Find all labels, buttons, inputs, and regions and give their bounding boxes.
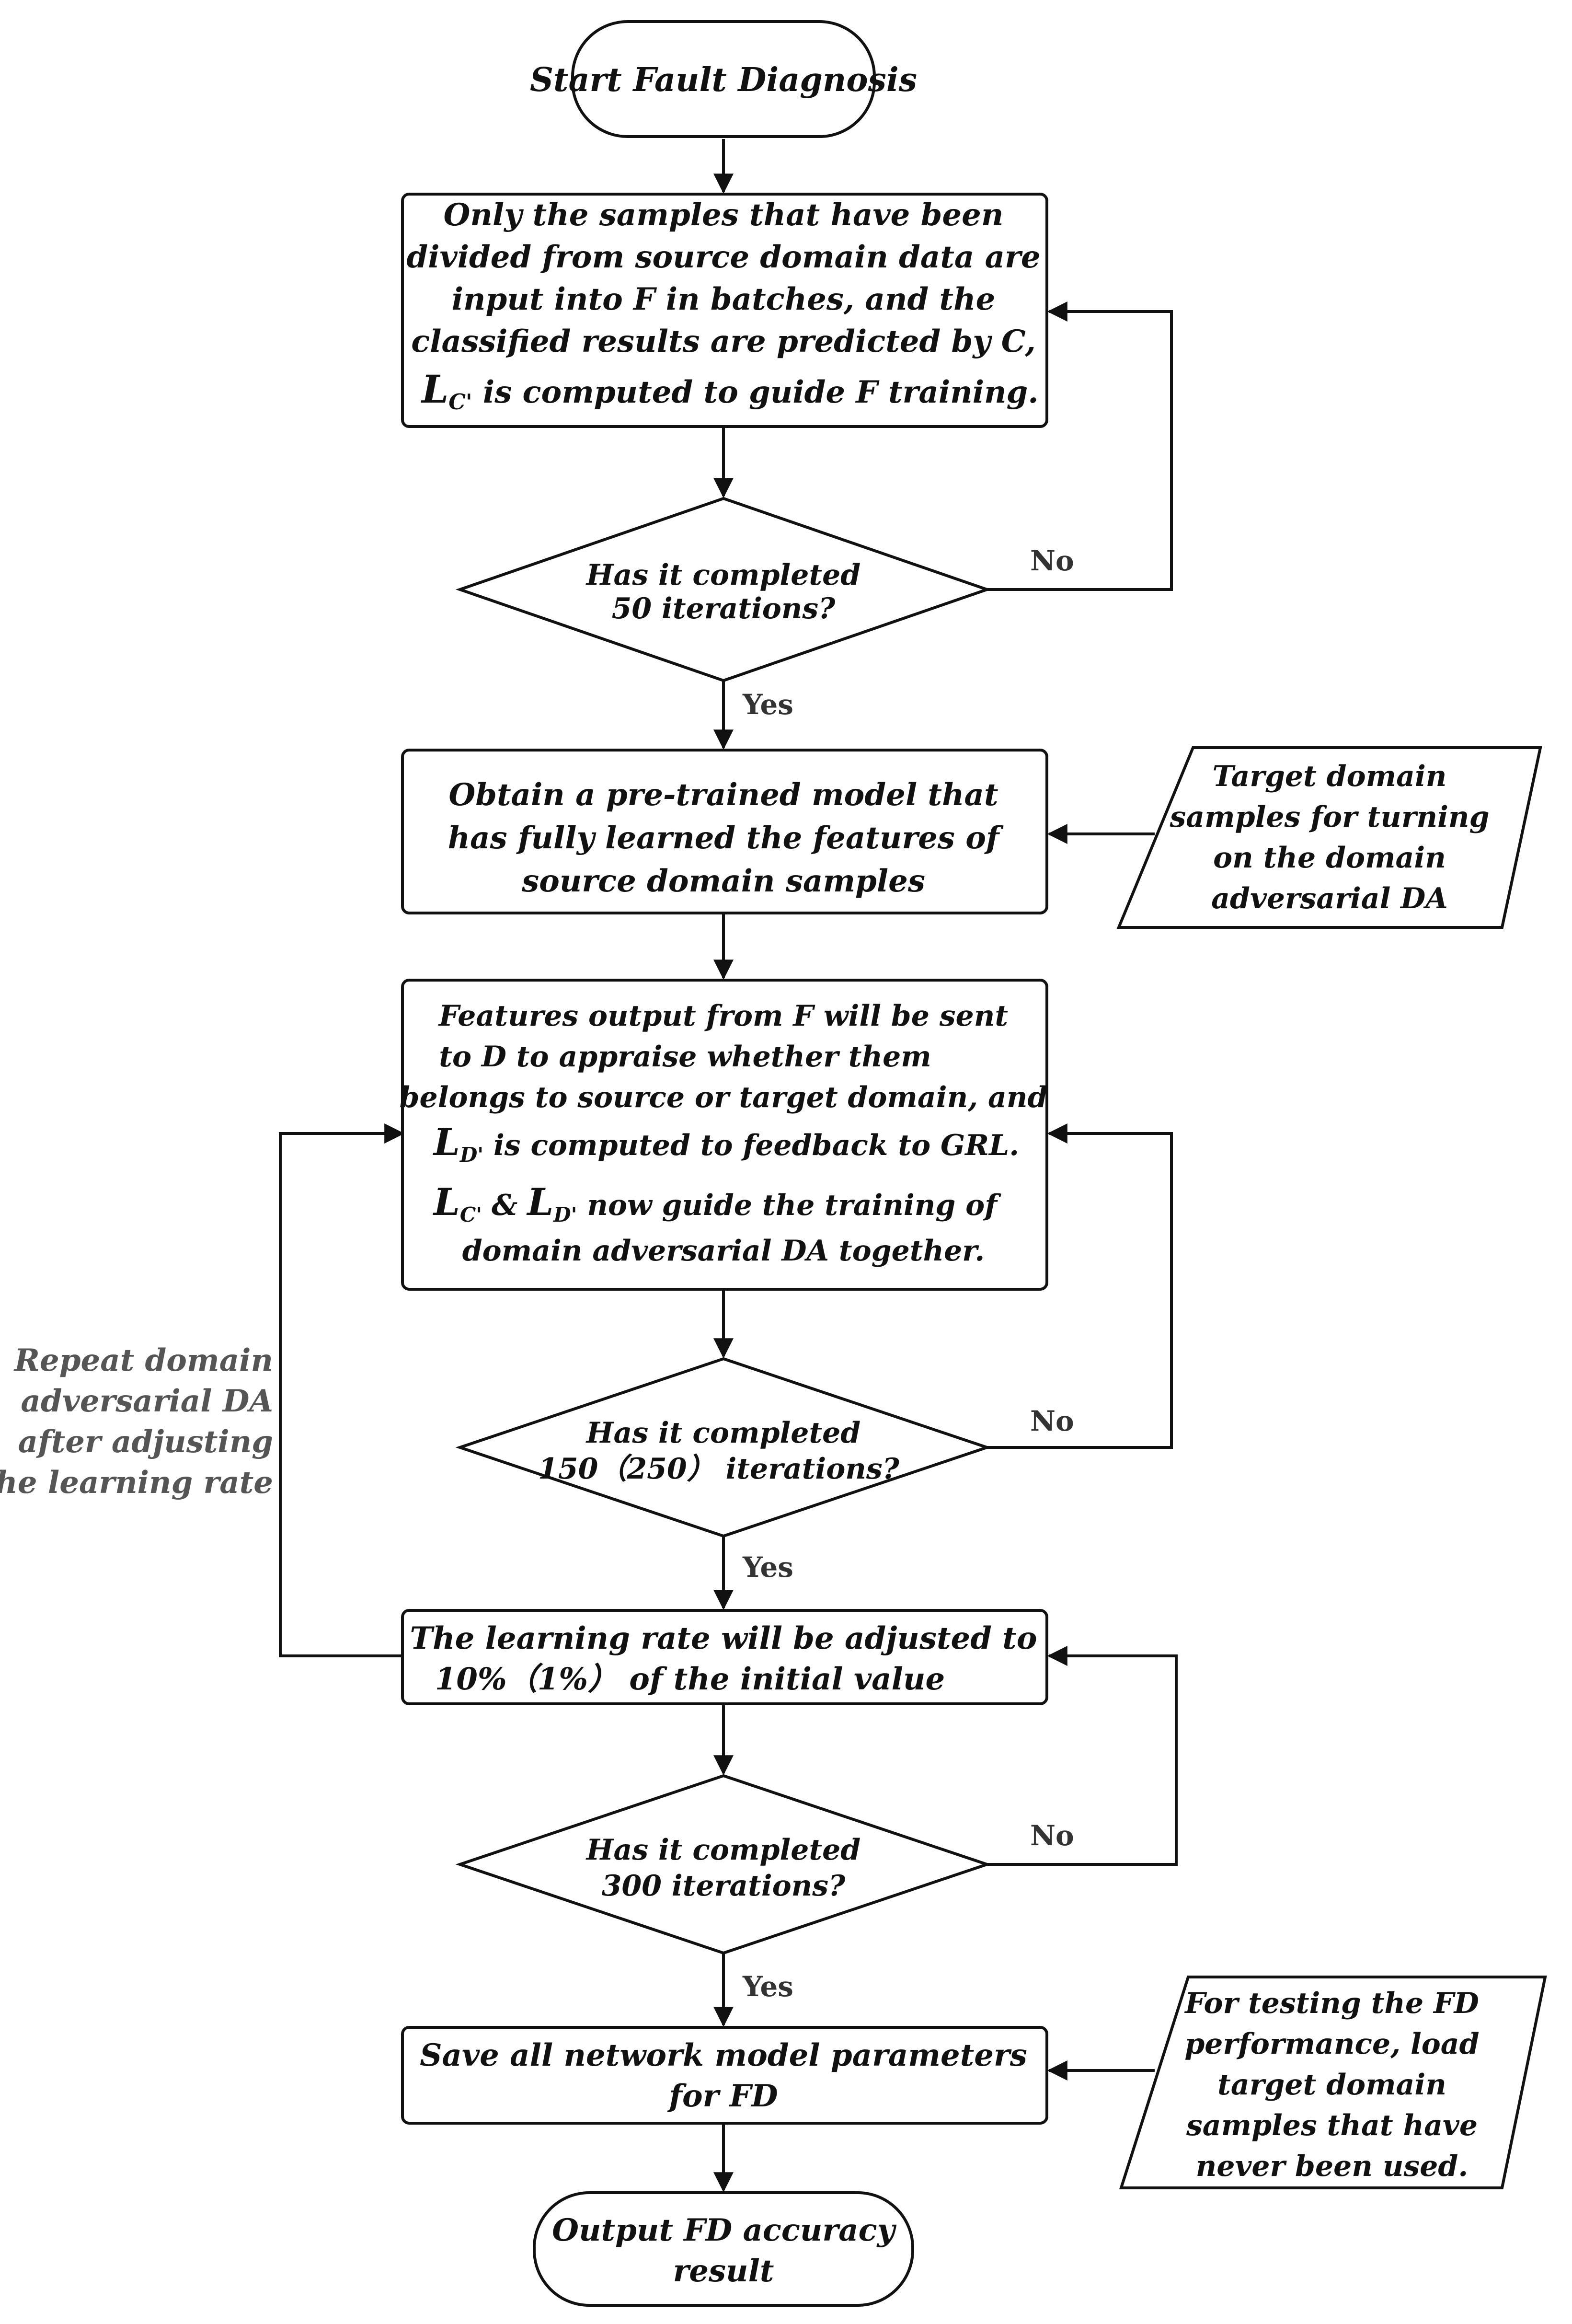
- pretrain-line-5-text: is computed to guide F training.: [472, 374, 1039, 410]
- test-input-line-1: For testing the FD: [1184, 1987, 1479, 2020]
- adversarial-line-6: domain adversarial DA together.: [462, 1234, 985, 1268]
- adversarial-process-box: [401, 979, 1048, 1291]
- shapes: [401, 20, 1547, 2307]
- check50-line-2: 50 iterations?: [612, 592, 836, 625]
- adversarial-line-2: to D to appraise whether them: [439, 1040, 931, 1074]
- loss-ld-subscript-2: D': [553, 1203, 577, 1226]
- edge-check50-no-loop: [987, 301, 1173, 591]
- pretrain-process-box: [401, 193, 1048, 428]
- edge-label-group: No Yes No Yes No Yes: [742, 544, 1074, 2003]
- check150-line-2: 150（250） iterations?: [538, 1452, 899, 1486]
- save-box: [401, 2026, 1048, 2125]
- edge-label-no-2: No: [1030, 1405, 1074, 1437]
- adjust-lr-line-1: The learning rate will be adjusted to: [410, 1620, 1037, 1656]
- pretrain-line-5: LC' is computed to guide F training.: [421, 367, 1039, 415]
- check50-line-1: Has it completed: [585, 558, 861, 592]
- edge-repeat-adversarial-loop: [279, 1123, 405, 1657]
- pretrain-line-4: classified results are predicted by C,: [411, 324, 1036, 359]
- loss-ld-subscript: D': [459, 1143, 483, 1167]
- test-input-line-4: samples that have: [1186, 2109, 1478, 2142]
- adversarial-line-4-text: is computed to feedback to GRL.: [483, 1129, 1019, 1162]
- save-line-1: Save all network model parameters: [420, 2037, 1027, 2073]
- test-input-line-2: performance, load: [1184, 2027, 1479, 2061]
- test-input-line-5: never been used.: [1196, 2150, 1469, 2183]
- target-input-line-2: samples for turning: [1169, 800, 1489, 834]
- edge-label-yes-3: Yes: [742, 1970, 793, 2003]
- pretrained-model-box: [401, 749, 1048, 914]
- edges: [279, 139, 1178, 2193]
- side-note-line-2: adversarial DA: [21, 1383, 273, 1419]
- node-texts: Start Fault Diagnosis Only the samples t…: [400, 61, 1490, 2289]
- side-note: Repeat domain adversarial DA after adjus…: [0, 1342, 273, 1501]
- edge-label-yes-2: Yes: [742, 1551, 793, 1584]
- adversarial-line-3: belongs to source or target domain, and: [400, 1081, 1048, 1114]
- start-terminal: [571, 20, 876, 138]
- edge-label-yes-1: Yes: [742, 688, 793, 721]
- loss-lc-subscript-2: C': [460, 1203, 482, 1226]
- edge-check300-no-loop: [987, 1646, 1178, 1866]
- check300-line-2: 300 iterations?: [602, 1869, 846, 1903]
- loss-ld-symbol: L: [433, 1121, 460, 1164]
- adversarial-line-5: LC'&LD' now guide the training of: [433, 1180, 1001, 1226]
- check300-line-1: Has it completed: [585, 1833, 861, 1867]
- check50-decision: [455, 497, 992, 682]
- pretrained-model-line-3: source domain samples: [521, 863, 925, 899]
- save-line-2: for FD: [667, 2078, 778, 2114]
- start-label: Start Fault Diagnosis: [530, 61, 917, 99]
- check300-decision: [455, 1774, 992, 1955]
- pretrained-model-line-1: Obtain a pre-trained model that: [448, 777, 998, 813]
- pretrained-model-line-2: has fully learned the features of: [448, 820, 1004, 856]
- output-line-2: result: [673, 2253, 774, 2289]
- target-input-line-1: Target domain: [1213, 760, 1447, 793]
- target-input-line-3: on the domain: [1213, 841, 1446, 875]
- edge-label-no-3: No: [1030, 1819, 1074, 1852]
- adversarial-line-1: Features output from F will be sent: [438, 999, 1009, 1033]
- loss-lc-symbol: L: [421, 367, 448, 412]
- edge-label-no-1: No: [1030, 544, 1074, 577]
- loss-lc-subscript: C': [448, 389, 472, 415]
- adjust-lr-box: [401, 1609, 1048, 1705]
- target-input-data: [1116, 746, 1542, 929]
- side-note-line-3: after adjusting: [18, 1424, 273, 1460]
- loss-ld-symbol-2: L: [526, 1180, 553, 1224]
- pretrain-line-1: Only the samples that have been: [444, 197, 1004, 233]
- loss-lc-symbol-2: L: [433, 1180, 460, 1224]
- target-input-line-4: adversarial DA: [1211, 882, 1448, 915]
- output-terminal: [533, 2191, 914, 2307]
- check150-line-1: Has it completed: [585, 1416, 861, 1450]
- adversarial-line-5-text: now guide the training of: [577, 1189, 1001, 1222]
- side-note-line-1: Repeat domain: [13, 1342, 273, 1378]
- pretrain-line-3: input into F in batches, and the: [452, 281, 996, 317]
- side-note-line-4: the learning rate: [0, 1465, 273, 1501]
- adjust-lr-line-2: 10%（1%） of the initial value: [435, 1661, 945, 1697]
- check150-decision: [455, 1357, 992, 1538]
- pretrain-line-2: divided from source domain data are: [406, 239, 1040, 275]
- test-input-line-3: target domain: [1217, 2068, 1446, 2102]
- adversarial-line-4: LD' is computed to feedback to GRL.: [433, 1121, 1019, 1167]
- test-input-data: [1119, 1976, 1547, 2189]
- ampersand: &: [492, 1189, 517, 1222]
- output-line-1: Output FD accuracy: [552, 2212, 896, 2248]
- edge-check150-no-loop: [987, 1123, 1173, 1449]
